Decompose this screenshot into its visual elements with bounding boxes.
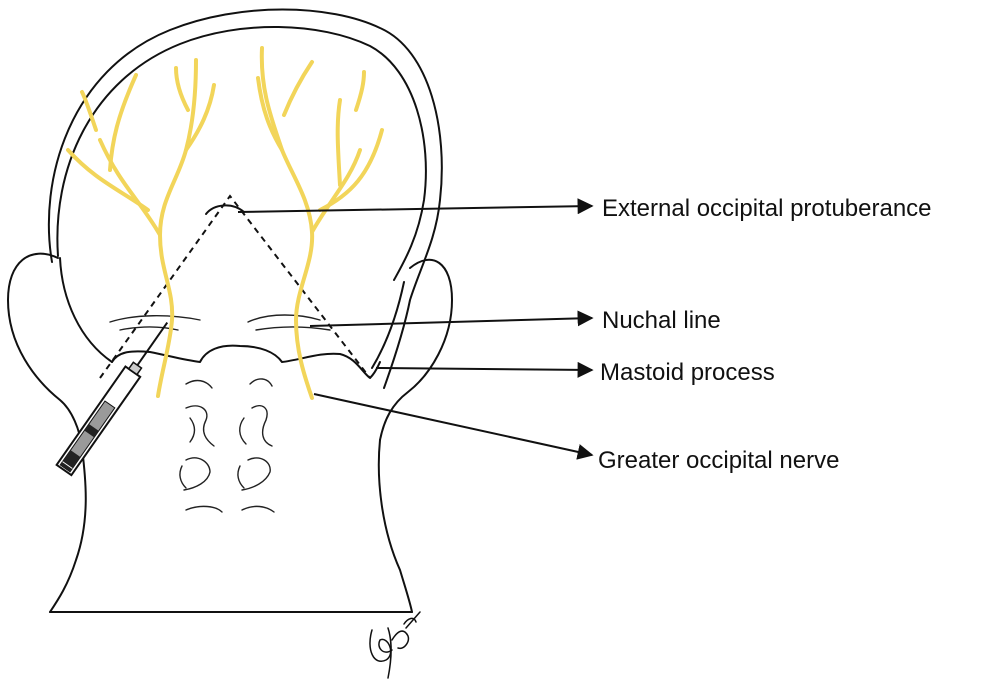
arrow-nerve: [314, 394, 592, 455]
head-outline: [49, 10, 442, 389]
left-ear: [8, 254, 82, 448]
left-nerve-branch-4: [186, 85, 214, 150]
label-nuchal-line: Nuchal line: [602, 307, 721, 334]
cervical-vertebrae: [180, 379, 274, 512]
right-nerve-branch-6: [356, 72, 364, 110]
arrow-protuberance: [238, 206, 592, 212]
left-nerve-trunk: [158, 60, 196, 396]
occipital-base: [112, 346, 380, 378]
label-greater-occipital-nerve: Greater occipital nerve: [598, 447, 839, 474]
right-ear: [380, 260, 452, 440]
nuchal-line-left: [110, 316, 200, 322]
right-nerve-trunk: [262, 48, 312, 398]
label-external-occipital-protuberance: External occipital protuberance: [602, 195, 932, 222]
left-nerve-branch-5: [176, 68, 188, 110]
right-nerve-branch-3: [338, 100, 340, 185]
nuchal-line-right: [248, 315, 320, 322]
arrow-mastoid: [376, 368, 592, 370]
label-mastoid-process: Mastoid process: [600, 359, 775, 386]
left-nerve-branch-6: [82, 92, 96, 130]
right-nerve-branch-1: [312, 150, 360, 232]
artist-signature: [370, 612, 420, 678]
left-nerve-branch-1: [100, 140, 160, 235]
left-head-side: [60, 258, 112, 362]
right-nerve-branch-5: [284, 62, 312, 115]
nuchal-line-right-2: [256, 327, 330, 330]
neck-right: [379, 440, 412, 612]
